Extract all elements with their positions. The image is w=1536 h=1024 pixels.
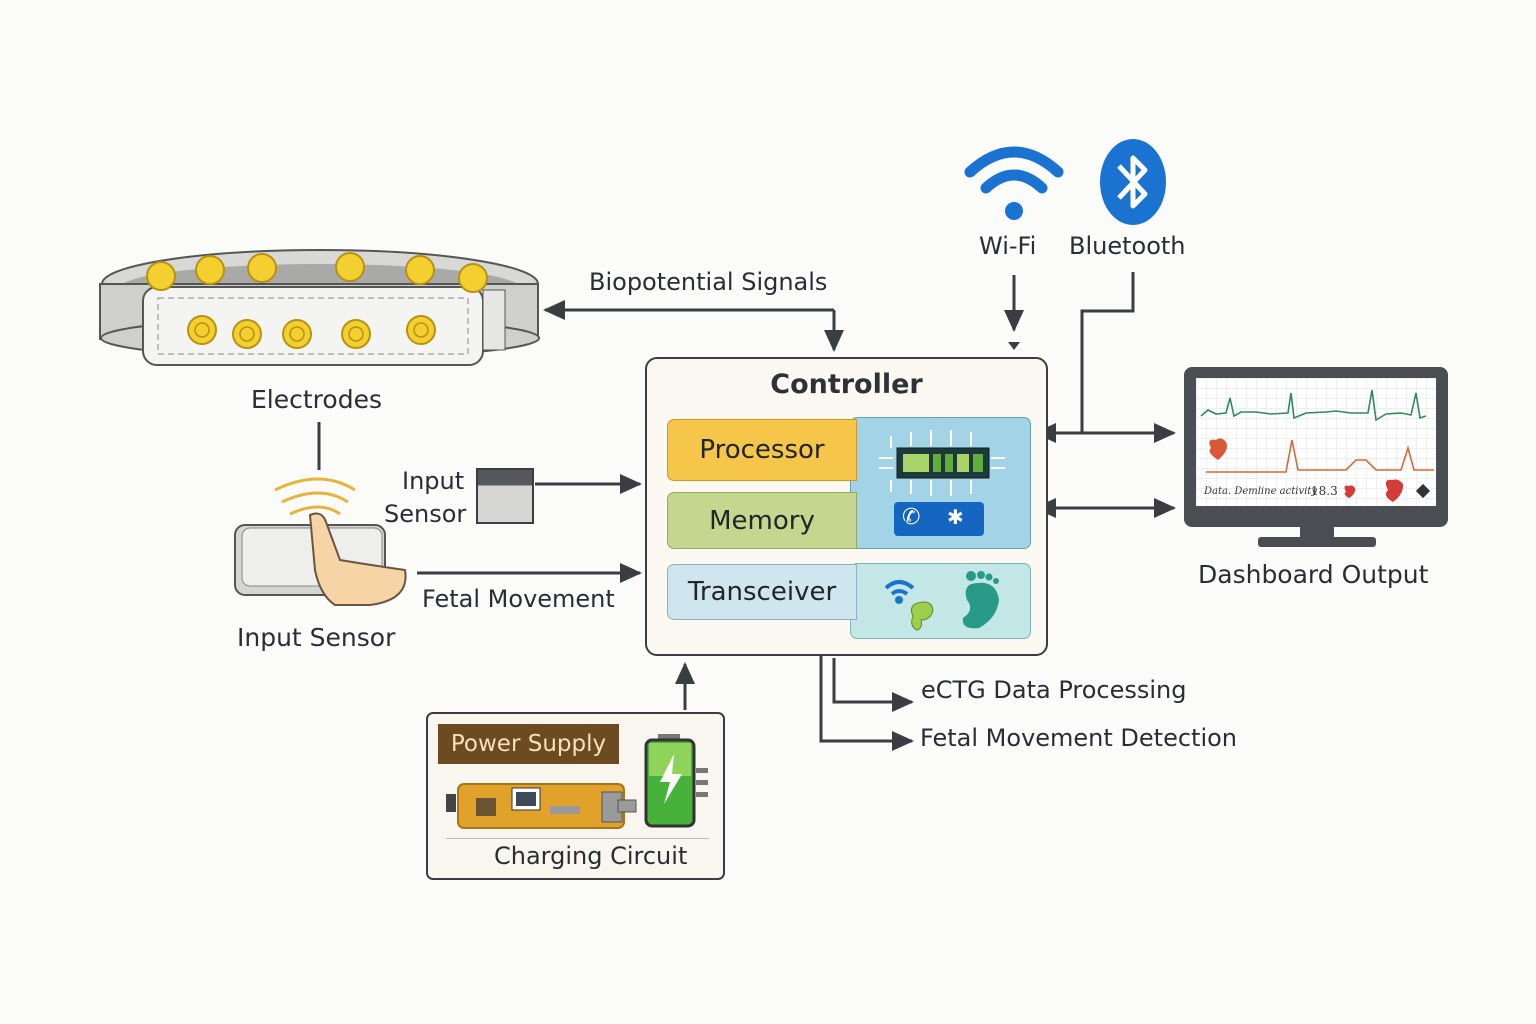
processor-block: Processor — [667, 419, 857, 481]
transceiver-block: Transceiver — [667, 564, 857, 620]
footprint-icon — [884, 571, 999, 631]
input-sensor-device-label-1: Input — [402, 467, 465, 495]
edge-bluetooth — [1080, 272, 1135, 433]
bluetooth-small-icon: ✱ — [947, 505, 964, 529]
fetal-movement-edge-label: Fetal Movement — [422, 585, 615, 613]
edge-ectg — [832, 658, 914, 712]
electrode-belt — [98, 232, 543, 372]
fetal-movement-detection-label: Fetal Movement Detection — [920, 724, 1238, 752]
monitor-base — [1258, 537, 1376, 547]
input-sensor-device-label-2: Sensor — [384, 500, 467, 528]
bluetooth-node — [1099, 138, 1167, 226]
circuit-board-icon — [446, 783, 637, 829]
electrodes-label: Electrodes — [251, 385, 382, 414]
charging-circuit-label: Charging Circuit — [494, 842, 688, 870]
ecg-waveform — [1200, 389, 1434, 502]
memory-block: Memory — [667, 492, 857, 549]
sensor-module-icon — [476, 468, 534, 524]
power-divider — [446, 838, 709, 839]
chip-panel — [850, 417, 1031, 549]
power-supply-title: Power Supply — [438, 724, 619, 764]
bluetooth-icon — [1100, 139, 1166, 225]
controller-box: Controller ✆ ✱ Processor Memory Transcei — [645, 357, 1048, 656]
wifi-icon — [964, 146, 1064, 220]
controller-title: Controller — [770, 369, 923, 400]
chip-icon — [879, 430, 1005, 536]
bluetooth-label: Bluetooth — [1069, 232, 1186, 260]
dashboard-screen: Data. Demline activity 18.3 — [1196, 378, 1436, 506]
wifi-label: Wi-Fi — [979, 232, 1037, 260]
monitor-icon: Data. Demline activity 18.3 — [1184, 367, 1448, 527]
power-supply-box: Power Supply Charging Circuit — [426, 712, 725, 880]
electrode-belt-icon — [99, 249, 540, 366]
feet-panel — [850, 563, 1031, 639]
battery-charging-icon — [644, 734, 708, 828]
phone-icon: ✆ — [902, 505, 921, 530]
dashboard-output-label: Dashboard Output — [1198, 560, 1429, 589]
ectg-processing-label: eCTG Data Processing — [921, 676, 1187, 704]
screen-caption: Data. Demline activity — [1204, 486, 1317, 497]
screen-value: 18.3 — [1311, 484, 1338, 498]
biopotential-signals-label: Biopotential Signals — [589, 268, 828, 296]
touch-sensor — [230, 470, 415, 610]
wifi-node — [962, 140, 1066, 222]
touch-sensor-icon — [234, 477, 407, 606]
monitor-stand — [1300, 527, 1334, 539]
input-sensor-label: Input Sensor — [237, 623, 396, 652]
